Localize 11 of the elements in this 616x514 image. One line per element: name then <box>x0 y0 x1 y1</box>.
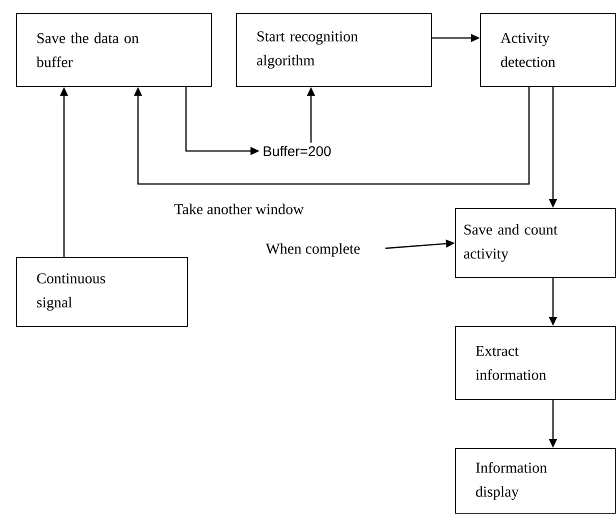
process-box: Continuous signal <box>16 257 188 327</box>
process-box: Activity detection <box>480 13 616 87</box>
edge-label: Take another window <box>173 202 305 216</box>
process-box: Save the data on buffer <box>16 13 212 87</box>
process-box: Extract information <box>455 326 616 400</box>
condition-text: Buffer=200 <box>264 146 331 156</box>
condition-text: When complete <box>266 243 360 257</box>
process-box: Save and count activity <box>455 208 616 278</box>
process-box: Information display <box>455 448 616 514</box>
process-box: Start recognition algorithm <box>236 13 432 87</box>
arrow <box>134 86 530 185</box>
